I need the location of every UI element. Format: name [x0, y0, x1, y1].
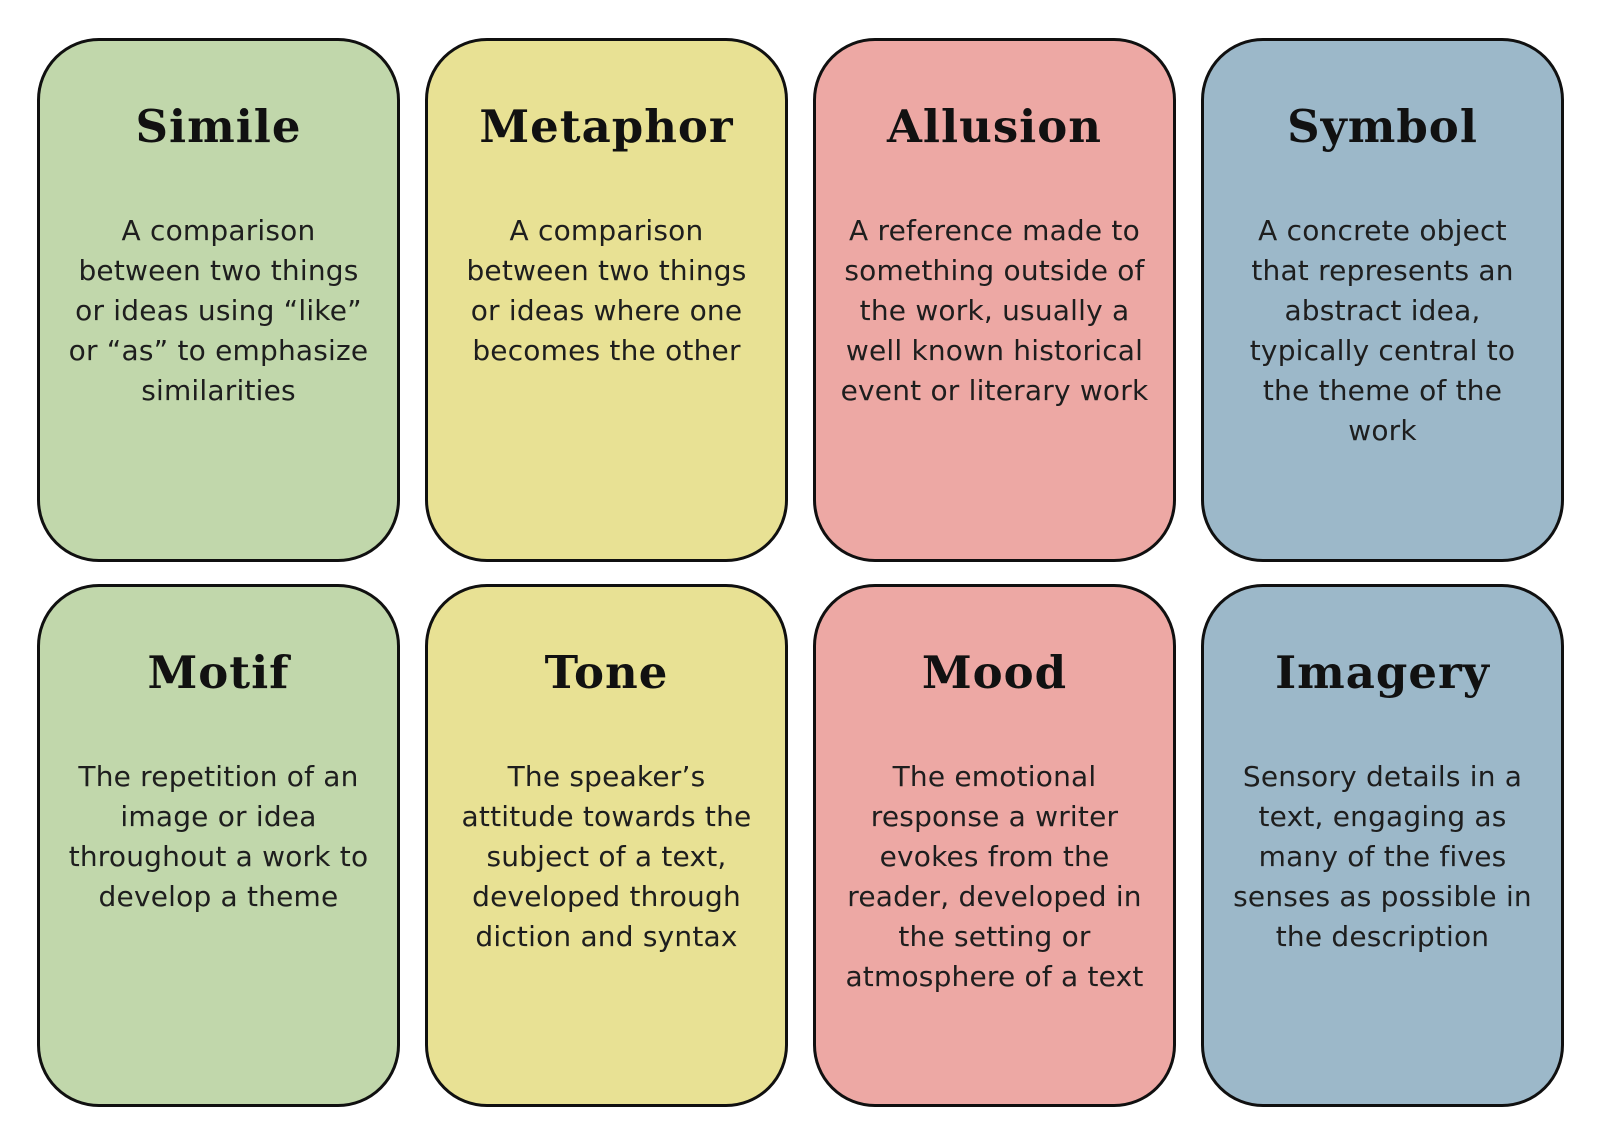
- card-definition-tone: The speaker’s attitude towards the subje…: [461, 759, 752, 953]
- card-title-mood: Mood: [921, 645, 1068, 699]
- card-title-motif: Motif: [147, 645, 290, 699]
- card-title-imagery: Imagery: [1275, 645, 1490, 699]
- card-definition-simile: A comparison between two things or ideas…: [68, 214, 369, 407]
- card-allusion: Allusion A reference made to something o…: [813, 38, 1176, 562]
- card-title-metaphor: Metaphor: [479, 100, 734, 153]
- card-title-symbol: Symbol: [1287, 100, 1478, 153]
- card-definition-motif: The repetition of an image or idea throu…: [68, 759, 369, 913]
- card-mood: Mood The emotional response a writer evo…: [813, 583, 1176, 1107]
- card-motif: Motif The repetition of an image or idea…: [37, 583, 400, 1107]
- card-title-allusion: Allusion: [887, 100, 1102, 153]
- card-imagery: Imagery Sensory details in a text, engag…: [1201, 583, 1564, 1107]
- card-metaphor: Metaphor A comparison between two things…: [425, 38, 788, 562]
- card-definition-symbol: A concrete object that represents an abs…: [1249, 214, 1516, 447]
- card-title-simile: Simile: [135, 100, 302, 153]
- card-definition-allusion: A reference made to something outside of…: [840, 214, 1149, 407]
- card-title-tone: Tone: [544, 645, 669, 699]
- card-symbol: Symbol A concrete object that represents…: [1201, 38, 1564, 562]
- card-tone: Tone The speaker’s attitude towards the …: [425, 583, 788, 1107]
- card-definition-mood: The emotional response a writer evokes f…: [845, 759, 1144, 993]
- card-definition-metaphor: A comparison between two things or ideas…: [466, 214, 747, 367]
- card-definition-imagery: Sensory details in a text, engaging as m…: [1233, 759, 1532, 953]
- card-simile: Simile A comparison between two things o…: [37, 38, 400, 562]
